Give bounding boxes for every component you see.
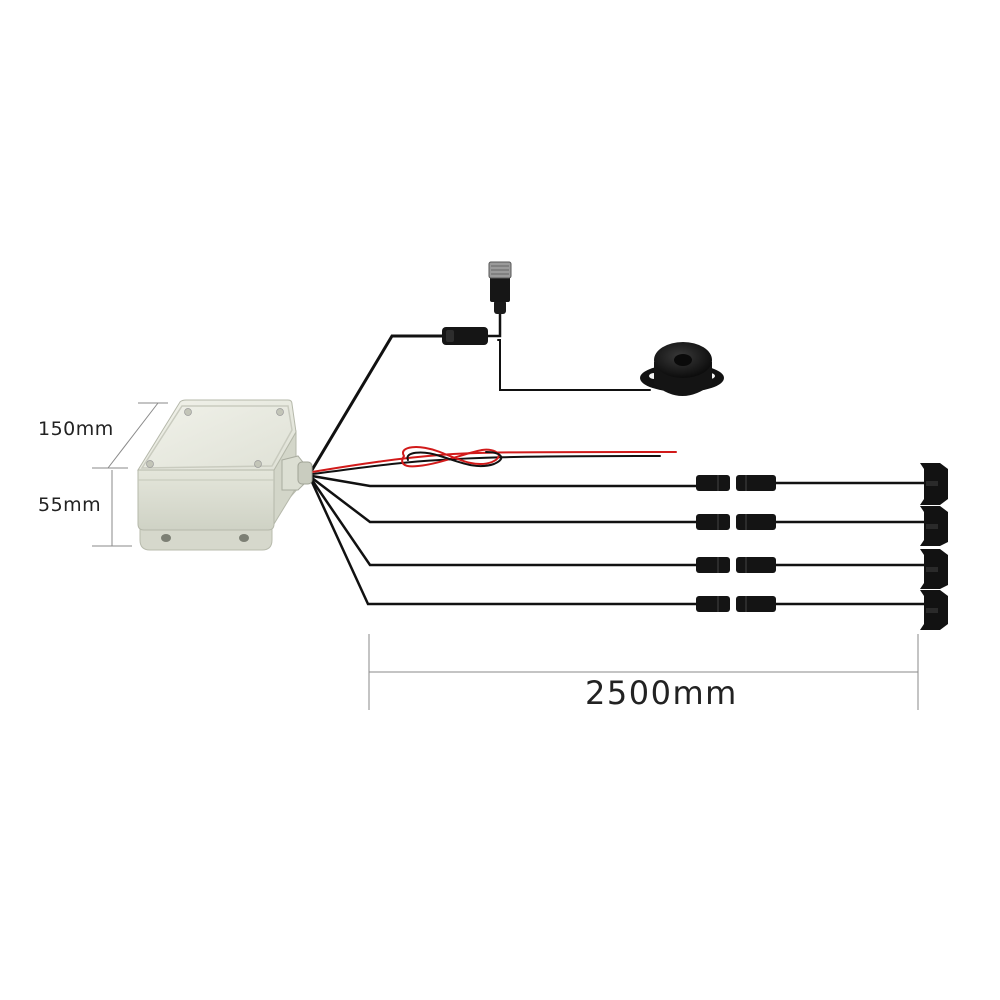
height-dimension-label: 55mm [38, 494, 102, 516]
lid-screw-icon [254, 460, 262, 468]
cable-gland-nut [297, 461, 313, 485]
sensor-cable-4 [310, 480, 702, 606]
plug-male [696, 475, 730, 491]
sensor-cable-3 [310, 478, 702, 567]
lid-screw-icon [184, 408, 192, 416]
enclosure-front [137, 469, 275, 531]
plug-female [736, 596, 776, 612]
buzzer-icon [640, 342, 724, 396]
control-box [137, 399, 313, 551]
ultrasonic-sensor-2 [696, 506, 948, 546]
video-harness-cable [310, 334, 446, 472]
plug-male [696, 514, 730, 530]
sensor-cable-1 [310, 474, 702, 488]
dimension-lines [92, 402, 919, 710]
connector-body [490, 276, 510, 302]
sensor-assemblies [696, 463, 948, 630]
plug-male [696, 557, 730, 573]
ultrasonic-sensor-3 [696, 549, 948, 589]
sensor-cable-2 [310, 476, 702, 524]
power-cable-coil-red [401, 446, 500, 468]
ultrasonic-sensor-4 [696, 590, 948, 630]
connector-strain-relief [494, 300, 506, 314]
power-cable-black [311, 455, 661, 475]
mounting-hole-icon [239, 534, 249, 542]
lid-rim [140, 405, 293, 469]
buzzer-cable [497, 339, 651, 391]
width-dimension-label: 150mm [38, 418, 114, 440]
mounting-hole-icon [161, 534, 171, 542]
lid-screw-icon [146, 460, 154, 468]
plug-female [736, 514, 776, 530]
plug-female [736, 475, 776, 491]
ultrasonic-sensor-1 [696, 463, 948, 505]
cable-length-label: 2500mm [585, 674, 738, 712]
aviation-connector-icon [442, 261, 512, 345]
plug-male [696, 596, 730, 612]
enclosure-lid [137, 399, 297, 471]
lid-screw-icon [276, 408, 284, 416]
plug-female [736, 557, 776, 573]
cables [310, 308, 930, 606]
power-cable-coil-black [406, 451, 503, 468]
connector-branch-cable [482, 308, 502, 338]
width-dimension-diagonal [107, 402, 159, 469]
